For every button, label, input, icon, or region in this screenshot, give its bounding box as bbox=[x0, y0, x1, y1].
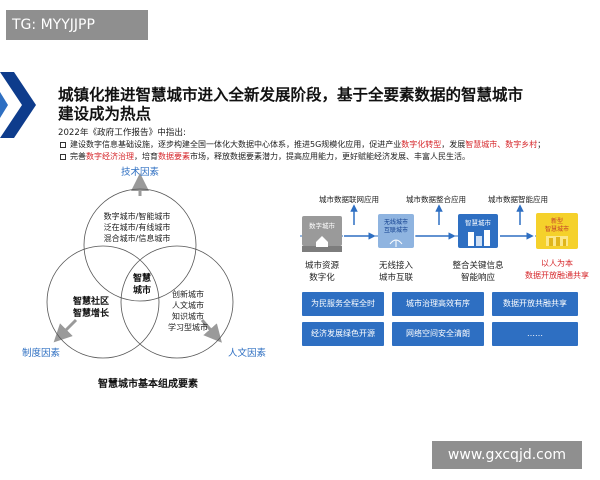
stage-smart-city: 智慧城市 bbox=[458, 214, 498, 248]
venn-arrow-right bbox=[200, 319, 222, 343]
stage-title-line: 无线城市 bbox=[384, 218, 408, 226]
stage-bottom-text: 智能响应 bbox=[461, 272, 496, 283]
pill-item: …… bbox=[492, 322, 578, 346]
svg-text:智慧城市: 智慧城市 bbox=[465, 218, 492, 227]
stage-bottom-text: 数据开放融通共享 bbox=[525, 270, 589, 280]
bullet-item: 完善数字经济治理，培育数据要素市场，释放数据要素潜力，提高应用能力，更好赋能经济… bbox=[60, 151, 580, 163]
stage-bottom-text: 无线接入 bbox=[379, 260, 414, 271]
venn-top-text: 混合城市/信息城市 bbox=[104, 233, 171, 243]
flow-top-label: 城市数据整合应用 bbox=[406, 194, 466, 204]
venn-top-text: 数字城市/智能城市 bbox=[104, 211, 171, 221]
venn-left-text: 智慧社区 bbox=[73, 295, 109, 307]
bullet-item: 建设数字信息基础设施，逐步构建全国一体化大数据中心体系，推进5G规模化应用，促进… bbox=[60, 139, 580, 151]
venn-top-label: 技术因素 bbox=[121, 166, 160, 178]
tag-label: TG: MYYJJPP bbox=[6, 10, 148, 40]
venn-circle-right bbox=[120, 245, 234, 359]
pill-item: 数据开放共融共享 bbox=[492, 292, 578, 316]
pill-item: 经济发展绿色开源 bbox=[302, 322, 384, 346]
pill-item: 为民服务全程全时 bbox=[302, 292, 384, 316]
venn-circle-left bbox=[46, 245, 160, 359]
stage-bottom-text: 城市互联 bbox=[379, 272, 414, 283]
intro-text: 2022年《政府工作报告》中指出: bbox=[58, 128, 186, 138]
venn-right-text: 学习型城市 bbox=[168, 322, 208, 332]
venn-left-label: 制度因素 bbox=[22, 347, 61, 359]
stage-new-smart-city: 新型 智慧城市 bbox=[536, 213, 578, 249]
stage-bottom-text: 整合关键信息 bbox=[452, 260, 504, 271]
watermark-label: www.gxcqjd.com bbox=[432, 441, 582, 469]
venn-caption: 智慧城市基本组成要素 bbox=[98, 377, 198, 390]
bullet-list: 建设数字信息基础设施，逐步构建全国一体化大数据中心体系，推进5G规模化应用，促进… bbox=[60, 139, 580, 163]
venn-right-text: 人文城市 bbox=[172, 300, 204, 310]
venn-arrow-left bbox=[53, 318, 78, 343]
svg-text:数字城市: 数字城市 bbox=[309, 221, 336, 230]
building-icon bbox=[468, 232, 474, 246]
stage-bottom-text: 城市资源 bbox=[305, 260, 340, 271]
stage-title-line: 新型 bbox=[551, 217, 563, 225]
stage-wireless-city: 无线城市 互联城市 bbox=[378, 214, 414, 248]
checkbox-icon bbox=[60, 154, 66, 160]
stage-bottom-text: 以人为本 bbox=[541, 258, 573, 268]
stage-digital-city: 数字城市 bbox=[302, 216, 342, 252]
page-title: 城镇化推进智慧城市进入全新发展阶段，基于全要素数据的智慧城市 建设成为热点 bbox=[58, 86, 524, 123]
venn-center-text: 智慧 bbox=[133, 272, 151, 284]
chevron-decoration-icon bbox=[0, 72, 36, 138]
house-icon bbox=[316, 236, 328, 247]
venn-circle-top bbox=[83, 188, 197, 302]
stage-title-line: 智慧城市 bbox=[545, 225, 569, 233]
venn-right-label: 人文因素 bbox=[228, 347, 267, 359]
pill-item: 网络空间安全清朗 bbox=[392, 322, 484, 346]
pill-item: 城市治理高效有序 bbox=[392, 292, 484, 316]
venn-top-text: 泛在城市/有线城市 bbox=[104, 222, 171, 232]
stage-bottom-text: 数字化 bbox=[309, 272, 335, 283]
venn-left-text: 智慧增长 bbox=[73, 307, 110, 319]
venn-right-text: 创新城市 bbox=[172, 289, 204, 299]
venn-center-text: 城市 bbox=[133, 284, 151, 296]
flow-top-label: 城市数据智能应用 bbox=[488, 194, 548, 204]
flow-top-label: 城市数据联网应用 bbox=[319, 194, 379, 204]
stage-title-line: 互联城市 bbox=[384, 226, 408, 234]
checkbox-icon bbox=[60, 142, 66, 148]
venn-right-text: 知识城市 bbox=[172, 311, 204, 321]
